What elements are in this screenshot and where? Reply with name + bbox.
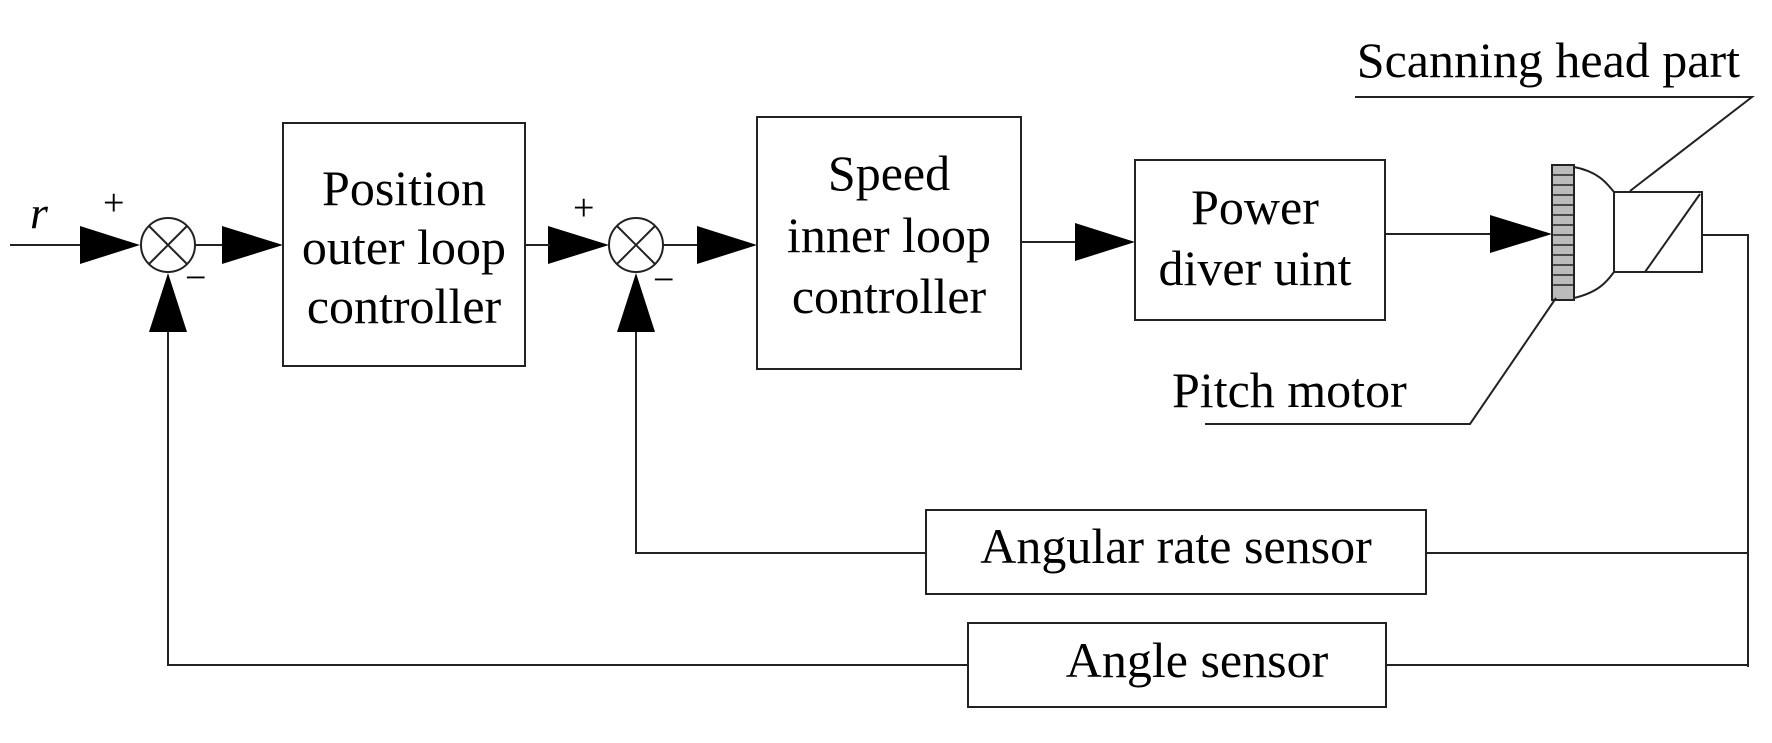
position-controller-label-line3: controller — [307, 278, 502, 334]
arrow-into-pitch-motor — [1490, 215, 1552, 253]
speed-controller-label-line1: Speed — [828, 145, 950, 201]
position-controller-label-line1: Position — [322, 160, 486, 216]
output-feedback-wire — [1702, 234, 1749, 667]
scanning-head — [1573, 166, 1703, 299]
pitch-motor-gear — [1551, 164, 1575, 301]
position-controller-label-line2: outer loop — [302, 219, 506, 275]
pitch-motor-leader-line — [1205, 297, 1557, 425]
power-driver-label-line2: diver uint — [1158, 240, 1351, 296]
scanning-head-callout-label: Scanning head part — [1357, 32, 1740, 88]
wire-rate-sensor-to-sj2 — [635, 330, 926, 554]
angular-rate-sensor-block — [925, 509, 1427, 595]
pitch-motor-callout-label: Pitch motor — [1172, 362, 1407, 418]
junction-2-minus-sign: − — [653, 259, 674, 301]
input-arrow — [80, 226, 140, 264]
position-controller-block — [282, 122, 526, 367]
angle-sensor-label: Angle sensor — [1066, 632, 1329, 688]
arrow-into-junction-1-minus — [149, 273, 187, 332]
speed-controller-label-line3: controller — [792, 268, 987, 324]
junction-1-minus-sign: − — [185, 257, 206, 299]
power-driver-label-line1: Power — [1191, 179, 1319, 235]
arrow-into-junction-2 — [548, 226, 609, 264]
arrow-into-position-controller — [222, 226, 283, 264]
angular-rate-sensor-label: Angular rate sensor — [980, 518, 1372, 574]
arrow-into-speed-controller — [697, 226, 757, 264]
arrow-into-junction-2-minus — [617, 273, 655, 332]
wire-angle-sensor-to-sj1 — [167, 330, 968, 666]
reference-signal-label: r — [30, 187, 49, 238]
arrow-into-power-driver — [1075, 223, 1135, 261]
speed-controller-label-line2: inner loop — [787, 207, 991, 263]
junction-1-plus-sign: + — [103, 182, 124, 224]
power-driver-block — [1134, 159, 1386, 321]
junction-2-plus-sign: + — [573, 187, 594, 229]
summing-junction-2 — [608, 217, 664, 273]
scanning-head-leader-line — [1355, 96, 1755, 192]
angle-sensor-block — [967, 622, 1387, 708]
